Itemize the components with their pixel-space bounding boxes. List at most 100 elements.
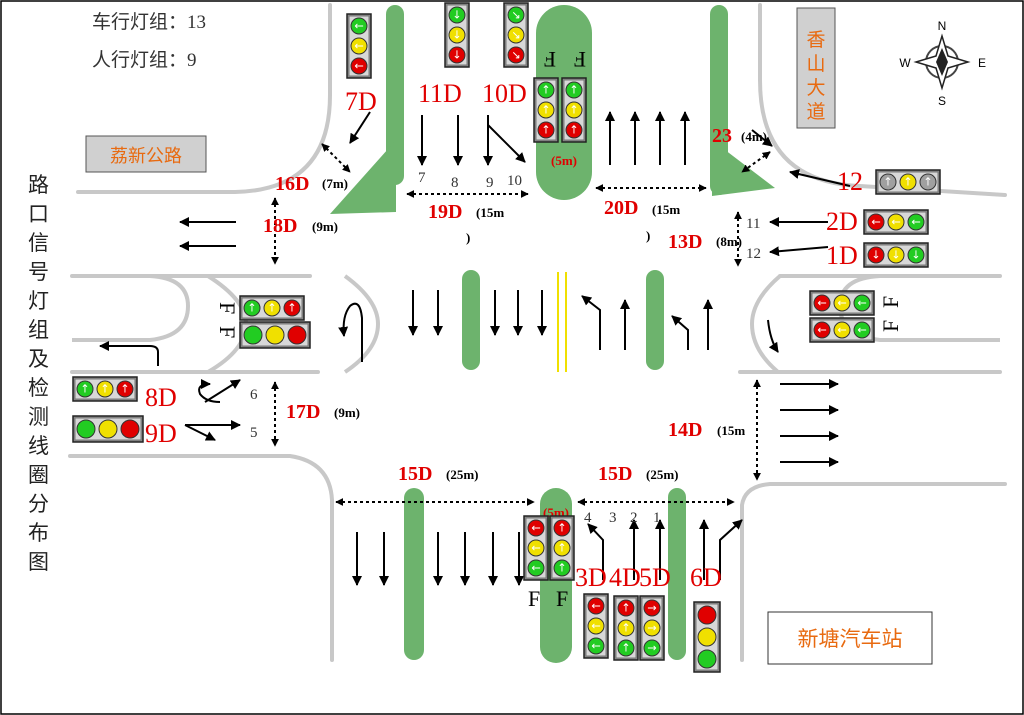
svg-text:↑: ↑ <box>883 176 892 189</box>
dist-14d: (15m <box>717 423 745 438</box>
lane-num-1: 1 <box>653 510 661 526</box>
lane-num-11: 11 <box>746 216 760 232</box>
svg-text:→: → <box>647 622 656 635</box>
span-17d: 17D <box>286 401 320 423</box>
svg-text:←: ← <box>591 620 600 633</box>
span-16d: 16D <box>275 173 309 195</box>
svg-text:↘: ↘ <box>511 29 520 42</box>
svg-text:←: ← <box>531 522 540 535</box>
ped-signal-south-2: ↑ ↑ ↑ <box>549 515 575 581</box>
ped-signal-south-1: ← ← ← <box>523 515 549 581</box>
svg-text:↑: ↑ <box>557 522 566 535</box>
dist-18d: (9m) <box>312 219 338 234</box>
svg-text:←: ← <box>911 216 920 229</box>
span-13d: 13D <box>668 231 702 253</box>
ped-signal-north-1: ↑↑↑ <box>533 77 559 143</box>
lane-num-7: 7 <box>418 170 426 186</box>
svg-text:←: ← <box>354 40 363 53</box>
dist-15d-east: (25m) <box>646 467 679 482</box>
svg-text:↑: ↑ <box>267 302 276 315</box>
svg-text:←: ← <box>591 600 600 613</box>
ped-signal-east-1: ←←← <box>809 290 875 316</box>
ped-group-count: 人行灯组：9 <box>92 49 197 71</box>
svg-text:↓: ↓ <box>452 9 461 22</box>
ped-f-n2: F <box>574 47 586 72</box>
dist-20d-close: ) <box>646 228 650 243</box>
lane-numbers: 7 8 9 10 11 12 6 5 4 3 2 1 <box>250 170 761 526</box>
span-19d: 19D <box>428 201 462 223</box>
lane-num-10: 10 <box>507 173 522 189</box>
lane-num-5: 5 <box>250 425 258 441</box>
svg-text:←: ← <box>354 20 363 33</box>
span-15d-east: 15D <box>598 463 632 485</box>
svg-text:↑: ↑ <box>923 176 932 189</box>
svg-text:↑: ↑ <box>247 302 256 315</box>
detector-5d: 5D <box>639 563 671 592</box>
side-title: 路口信号灯组及检测线圈分布图 <box>28 173 49 574</box>
span-18d: 18D <box>263 215 297 237</box>
signal-north-mid: ↓↓↓ <box>444 2 470 68</box>
svg-text:←: ← <box>891 216 900 229</box>
detector-11d: 11D <box>418 79 462 108</box>
svg-text:↑: ↑ <box>541 84 550 97</box>
lane-num-4: 4 <box>584 510 592 526</box>
ped-f-w1: F <box>215 302 240 314</box>
svg-text:→: → <box>647 642 656 655</box>
span-labels: 16D 18D 17D 19D 20D 13D 14D 15D 15D 23 <box>263 125 732 485</box>
svg-text:←: ← <box>871 216 880 229</box>
ped-signal-north-2: ↑↑↑ <box>561 77 587 143</box>
ped-f-e1: F <box>878 296 903 308</box>
svg-text:↑: ↑ <box>100 383 109 396</box>
signal-north-left: ←←← <box>346 13 372 79</box>
dist-13d: (8m) <box>716 234 742 249</box>
compass-s: S <box>938 94 946 108</box>
signal-north-right: ↘↘↘ <box>503 2 529 68</box>
svg-text:↑: ↑ <box>557 542 566 555</box>
lane-arrows <box>99 111 851 586</box>
ped-f-e2: F <box>878 320 903 332</box>
svg-text:←: ← <box>857 297 866 310</box>
dist-20d: (15m <box>652 202 680 217</box>
center-north-dist: (5m) <box>551 153 577 168</box>
station-label: 新塘汽车站 <box>798 627 903 651</box>
svg-text:←: ← <box>531 562 540 575</box>
xiangshan-road-box <box>796 7 836 129</box>
ped-f-w2: F <box>215 326 240 338</box>
detector-2d: 2D <box>826 207 858 236</box>
svg-text:↓: ↓ <box>911 249 920 262</box>
svg-text:↑: ↑ <box>541 124 550 137</box>
lane-num-6: 6 <box>250 387 258 403</box>
dist-17d: (9m) <box>334 405 360 420</box>
signal-south-right: →→→ <box>639 595 665 661</box>
vehicle-group-count: 车行灯组：13 <box>92 11 206 33</box>
signal-heads: ←←←↓↓↓↘↘↘↑↑↑↑↑↑↑↑↑←←←↓↓↓←←←←←←↑↑↑↑↑↑←←←↑… <box>72 2 941 673</box>
lane-num-8: 8 <box>451 175 459 191</box>
svg-text:↑: ↑ <box>621 602 630 615</box>
svg-text:↓: ↓ <box>871 249 880 262</box>
svg-text:←: ← <box>837 324 846 337</box>
lane-num-9: 9 <box>486 175 494 191</box>
lane-num-2: 2 <box>630 510 638 526</box>
detector-4d: 4D <box>609 563 641 592</box>
signal-east-1d: ↓ ↓ ↓ <box>863 242 929 268</box>
svg-text:↓: ↓ <box>891 249 900 262</box>
svg-text:↑: ↑ <box>903 176 912 189</box>
svg-text:←: ← <box>591 640 600 653</box>
detector-1d: 1D <box>826 241 858 270</box>
svg-text:←: ← <box>531 542 540 555</box>
signal-west-9d <box>72 415 144 443</box>
signal-south-6d <box>693 601 721 673</box>
ped-labels: F F F F F F F F <box>215 47 903 611</box>
lixin-road-box <box>85 135 207 173</box>
svg-text:↑: ↑ <box>557 562 566 575</box>
span-20d: 20D <box>604 197 638 219</box>
signal-east-12: ↑ ↑ ↑ <box>875 169 941 195</box>
svg-text:↑: ↑ <box>569 84 578 97</box>
signal-east-2d: ← ← ← <box>863 209 929 235</box>
svg-text:↑: ↑ <box>621 622 630 635</box>
detector-3d: 3D <box>575 563 607 592</box>
svg-text:↘: ↘ <box>511 49 520 62</box>
ped-f-s1: F <box>528 586 540 611</box>
